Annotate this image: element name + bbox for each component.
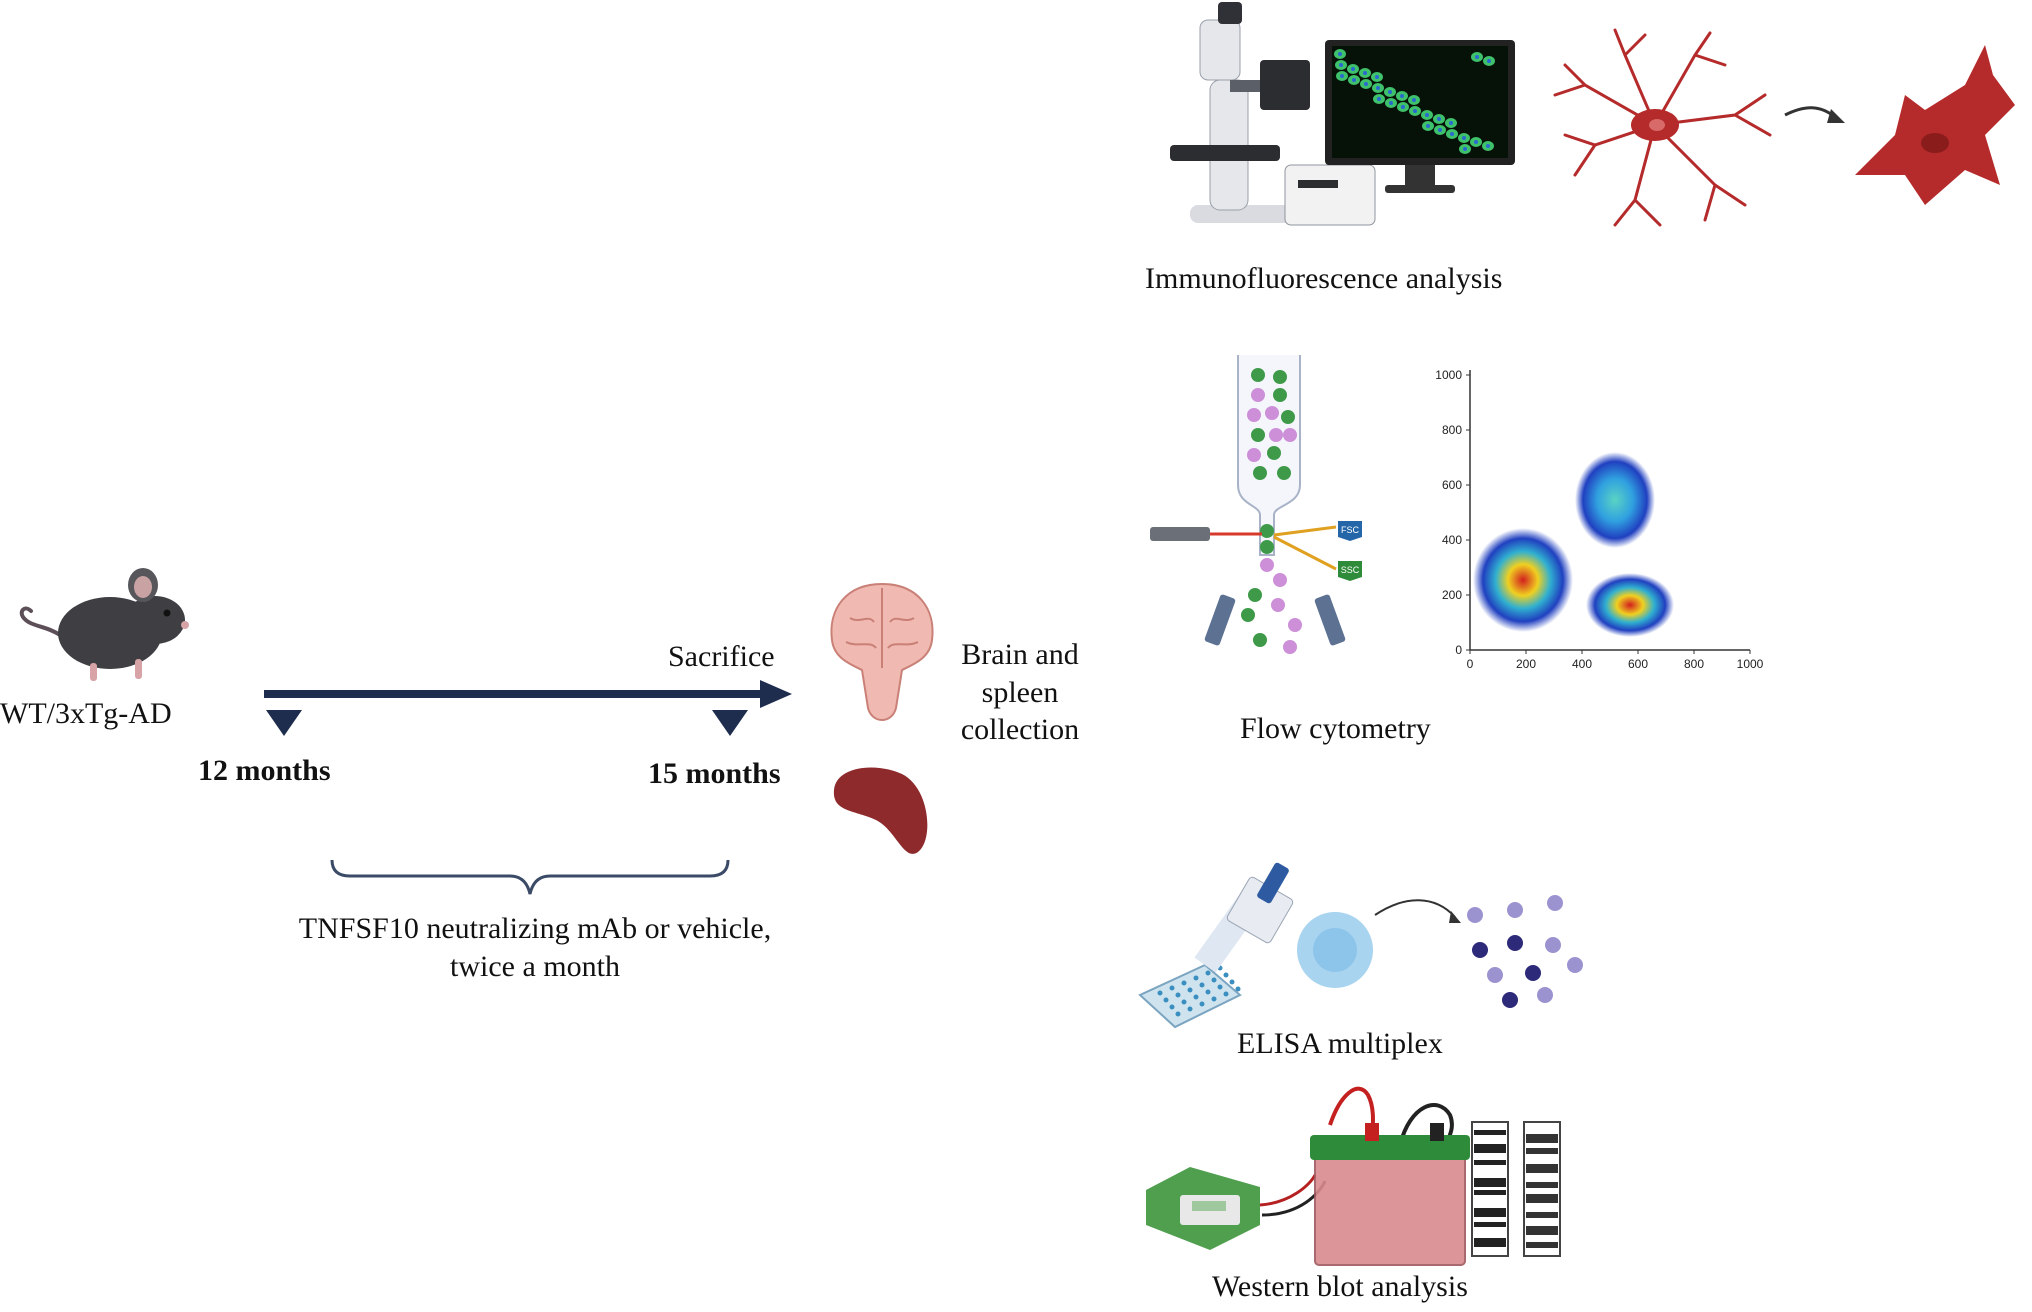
end-time-label: 15 months: [648, 757, 781, 790]
bead: [1567, 957, 1583, 973]
y-tick-label: 1000: [1435, 368, 1462, 382]
bead: [1545, 937, 1561, 953]
cell-dot: [1260, 558, 1274, 572]
blot-band: [1526, 1182, 1558, 1188]
cell-dot: [1248, 588, 1262, 602]
blot-band: [1474, 1144, 1506, 1153]
cell-dot: [1283, 428, 1297, 442]
blot-band: [1526, 1148, 1558, 1154]
x-tick-label: 0: [1467, 657, 1474, 671]
y-tick-label: 800: [1442, 423, 1462, 437]
blot-band: [1474, 1222, 1506, 1227]
timeline-arrow: [264, 680, 792, 736]
flow-scatter-plot: 0 200 400 600 800 1000 0 200 400 600 800 1000: [1435, 368, 1764, 671]
blot-band: [1474, 1178, 1506, 1187]
cell-dot: [1251, 368, 1265, 382]
cell-dot: [1253, 633, 1267, 647]
cell-dot: [1269, 428, 1283, 442]
spleen-icon: [833, 767, 928, 854]
blot-band: [1526, 1164, 1558, 1173]
bead: [1472, 942, 1488, 958]
blot-band: [1526, 1226, 1558, 1235]
x-tick-label: 600: [1628, 657, 1648, 671]
ssc-tag: SSC: [1341, 565, 1360, 575]
x-tick-label: 800: [1684, 657, 1704, 671]
pipette-icon: [1138, 862, 1583, 1029]
cell-dot: [1260, 540, 1274, 554]
start-time-label: 12 months: [198, 754, 331, 787]
bead: [1502, 992, 1518, 1008]
y-tick-label: 200: [1442, 588, 1462, 602]
cell-dot: [1277, 466, 1291, 480]
cell-dot: [1253, 466, 1267, 480]
blot-band: [1526, 1194, 1558, 1203]
blot-band: [1526, 1134, 1558, 1143]
blot-band: [1474, 1208, 1506, 1217]
bead: [1537, 987, 1553, 1003]
blot-band: [1526, 1242, 1558, 1248]
blot-band: [1474, 1160, 1506, 1165]
x-tick-label: 200: [1516, 657, 1536, 671]
cell-dot: [1288, 618, 1302, 632]
endpoint-label: Sacrifice: [668, 640, 775, 673]
collection-label: Brain and spleen collection: [960, 638, 1080, 746]
wb-label: Western blot analysis: [1212, 1270, 1468, 1303]
bead: [1507, 902, 1523, 918]
bead: [1525, 965, 1541, 981]
blot-band: [1526, 1212, 1558, 1218]
flow-label: Flow cytometry: [1240, 712, 1431, 745]
bead: [1547, 895, 1563, 911]
fsc-tag: FSC: [1341, 525, 1360, 535]
cell-dot: [1260, 524, 1274, 538]
mouse-icon: [19, 568, 189, 681]
flow-cell-icon: FSC SSC: [1150, 355, 1362, 654]
y-tick-label: 600: [1442, 478, 1462, 492]
cell-dot: [1251, 388, 1265, 402]
cell-dot: [1283, 640, 1297, 654]
blot-band: [1474, 1190, 1506, 1195]
bead: [1487, 967, 1503, 983]
elisa-label: ELISA multiplex: [1237, 1027, 1443, 1060]
cell-dot: [1267, 446, 1281, 460]
cell-dot: [1273, 370, 1287, 384]
blot-band: [1474, 1130, 1506, 1135]
x-tick-label: 1000: [1737, 657, 1764, 671]
cell-dot: [1247, 408, 1261, 422]
cell-dot: [1247, 448, 1261, 462]
treatment-label: TNFSF10 neutralizing mAb or vehicle, twi…: [298, 912, 772, 983]
bead: [1507, 935, 1523, 951]
cell-dot: [1281, 410, 1295, 424]
cell-dot: [1273, 388, 1287, 402]
if-label: Immunofluorescence analysis: [1145, 262, 1503, 295]
blot-band: [1474, 1238, 1506, 1247]
blot-lanes: [1471, 1121, 1561, 1257]
treatment-brace: [330, 859, 730, 895]
microscope-icon: [1170, 2, 1515, 226]
cell-dot: [1251, 428, 1265, 442]
cell-dot: [1241, 608, 1255, 622]
y-tick-label: 0: [1455, 643, 1462, 657]
bead: [1467, 907, 1483, 923]
neuron-icon: [1553, 28, 2015, 227]
brain-icon: [830, 582, 934, 721]
y-tick-label: 400: [1442, 533, 1462, 547]
cell-dot: [1265, 406, 1279, 420]
x-tick-label: 400: [1572, 657, 1592, 671]
mouse-label: WT/3xTg-AD: [0, 697, 172, 730]
electrophoresis-icon: [1146, 1086, 1470, 1266]
cell-dot: [1273, 573, 1287, 587]
cell-dot: [1271, 598, 1285, 612]
